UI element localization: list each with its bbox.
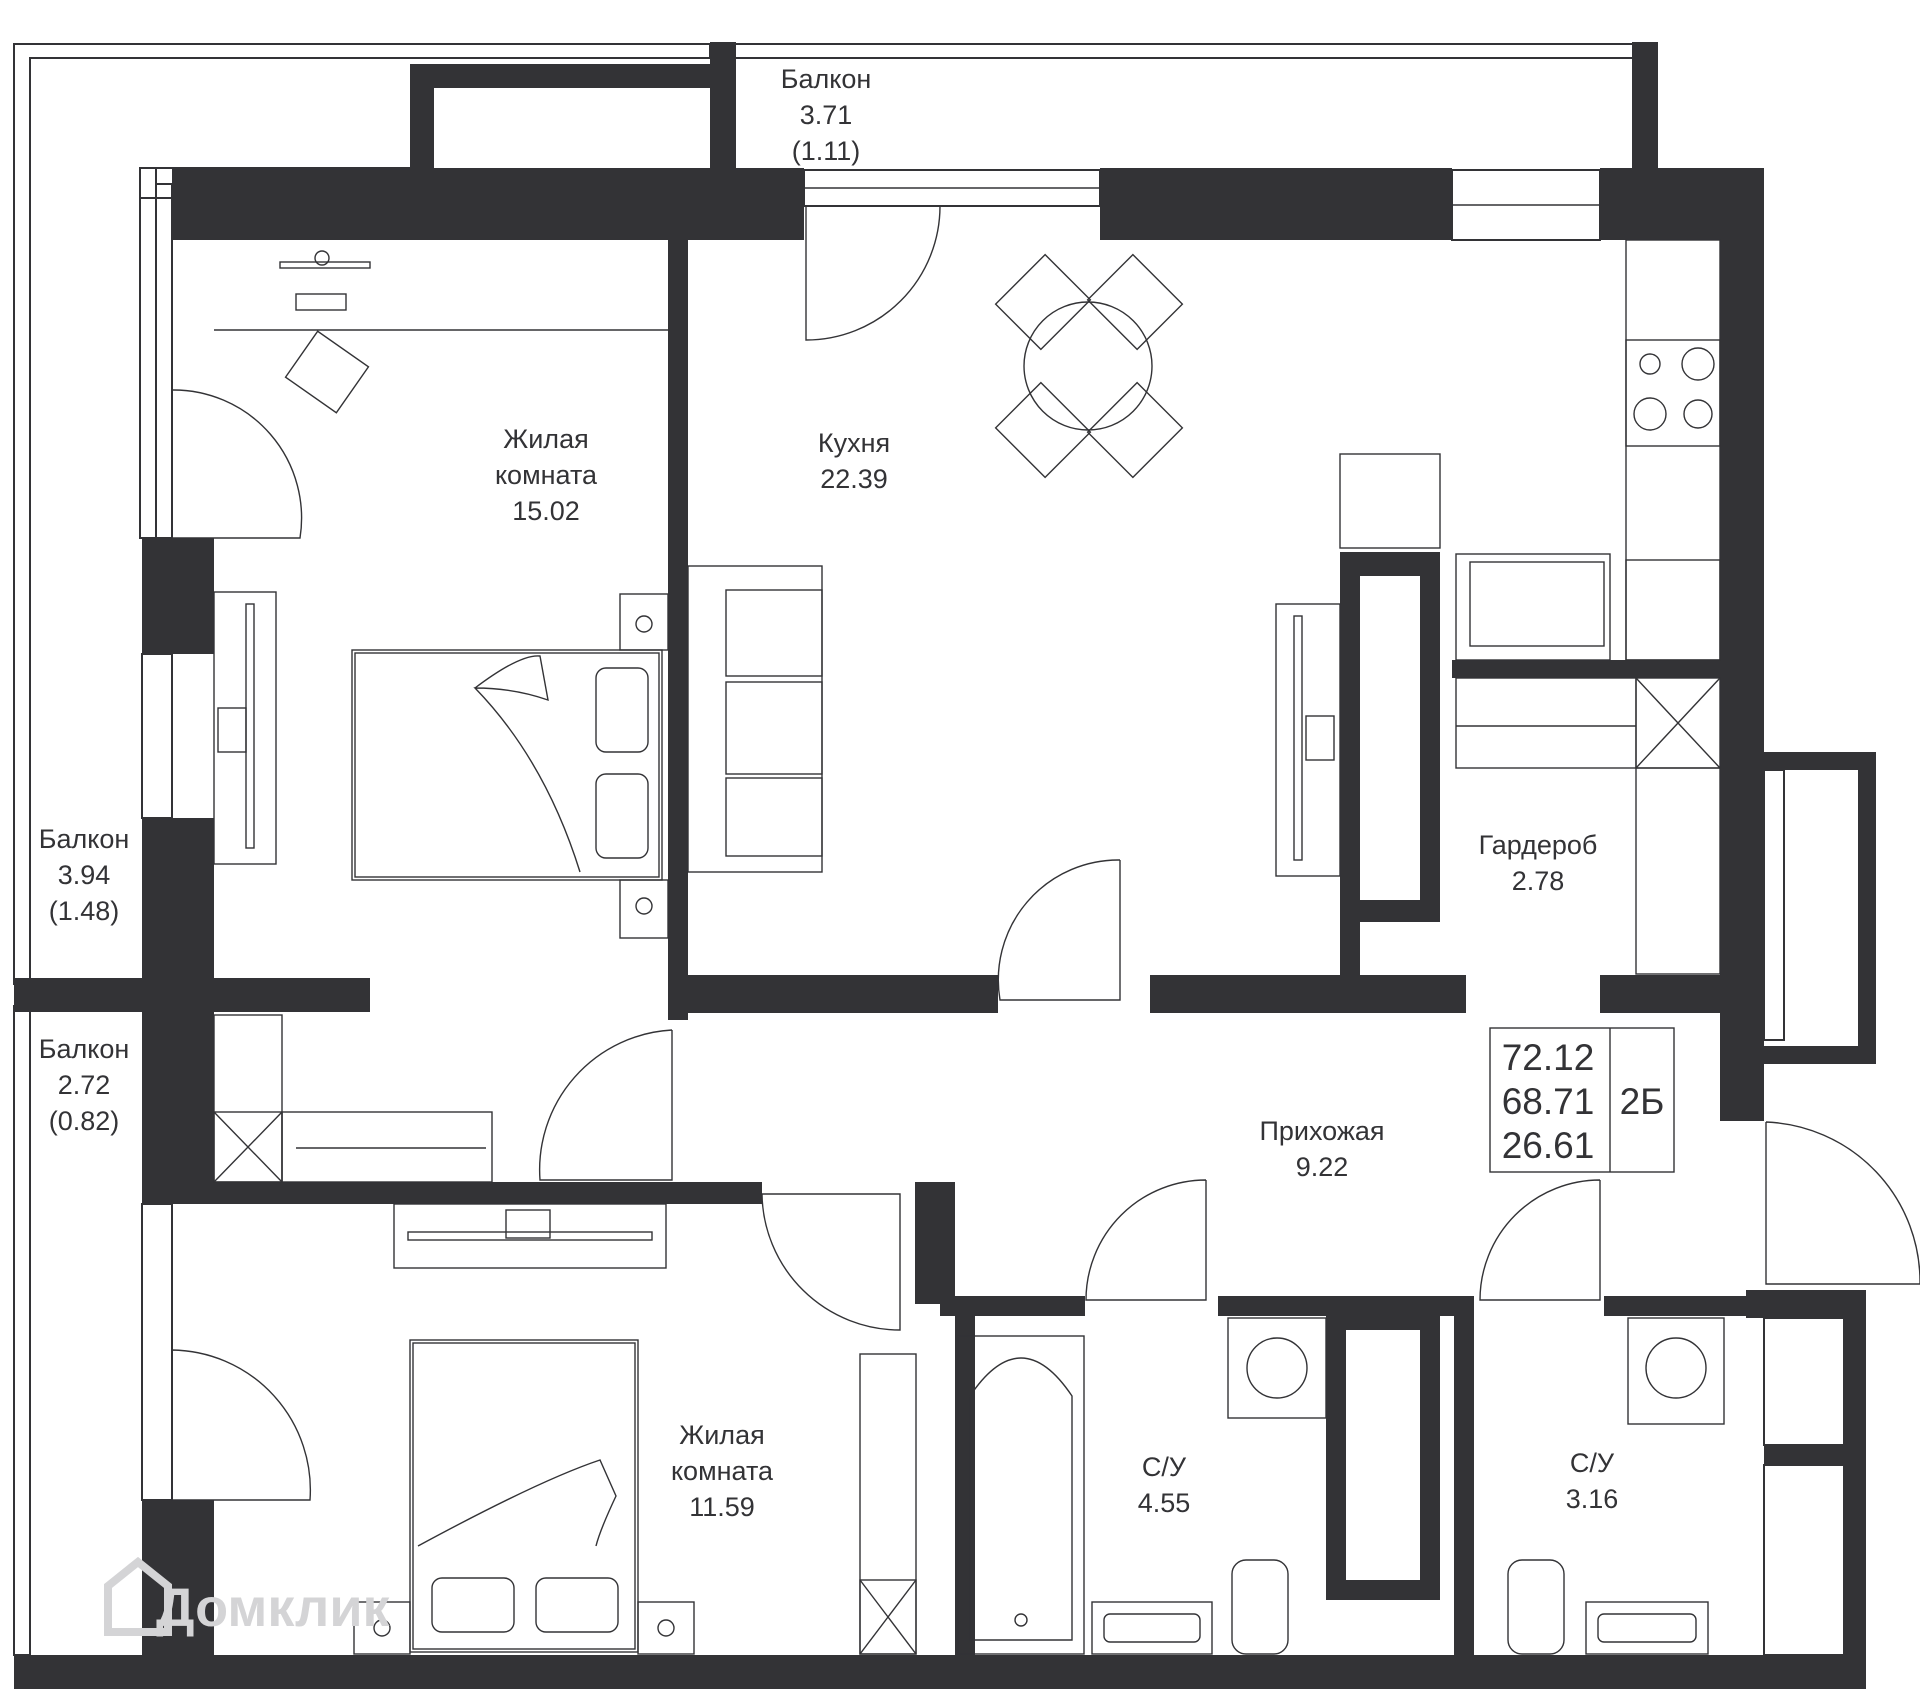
tv-icon <box>505 1209 551 1239</box>
balcony-left1-area: 3.94 <box>58 860 111 890</box>
bath-sink <box>1585 1601 1709 1655</box>
kitchen-name: Кухня <box>818 428 890 458</box>
fridge-icon <box>1339 453 1441 549</box>
pillow <box>595 667 649 753</box>
area-without-balconies: 68.71 <box>1502 1081 1595 1122</box>
balcony-left2-area: 2.72 <box>58 1070 111 1100</box>
washing-machine <box>1627 1317 1725 1425</box>
balcony-top-area: 3.71 <box>800 100 853 130</box>
kitchen-counter <box>1625 239 1721 661</box>
bedroom1-name-line1: Жилая <box>503 424 588 454</box>
bedroom1-name-line2: комната <box>495 460 598 490</box>
nightstand <box>619 879 669 939</box>
area-summary: 72.12 68.71 26.61 2Б <box>1502 1037 1665 1166</box>
bedroom1-area: 15.02 <box>512 496 580 526</box>
closet <box>859 1353 917 1655</box>
nightstand <box>637 1601 695 1655</box>
stove-icon <box>1625 339 1721 447</box>
tv-stand <box>213 591 277 865</box>
summary-box <box>1489 1027 1675 1173</box>
sink-icon <box>1455 553 1611 661</box>
closet <box>213 1014 283 1183</box>
dining-table <box>1023 301 1153 431</box>
kitchen-area: 22.39 <box>820 464 888 494</box>
hallway-name: Прихожая <box>1259 1116 1384 1146</box>
bedroom2-name-line1: Жилая <box>679 1420 764 1450</box>
wardrobe-area: 2.78 <box>1512 866 1565 896</box>
nightstand <box>353 1601 411 1655</box>
nightstand <box>619 593 669 651</box>
watermark: Домклик <box>104 1556 391 1638</box>
tv-icon <box>217 707 247 753</box>
house-icon <box>104 1556 172 1636</box>
bathtub <box>957 1335 1085 1655</box>
wardrobe-name: Гардероб <box>1479 830 1598 860</box>
bedroom2-area: 11.59 <box>689 1492 755 1522</box>
washing-machine <box>1227 1317 1327 1419</box>
total-area: 72.12 <box>1502 1037 1595 1078</box>
bath-sink <box>1091 1601 1213 1655</box>
doors <box>171 205 1920 1501</box>
chair-icon <box>284 330 370 414</box>
tv-icon <box>1305 715 1335 761</box>
toilet <box>1507 1559 1565 1655</box>
bed <box>351 649 663 881</box>
toilet <box>1231 1559 1289 1655</box>
dishwasher-icon <box>1625 559 1721 661</box>
balcony-left2-name: Балкон <box>39 1034 130 1064</box>
bedroom2-name-line2: комната <box>671 1456 774 1486</box>
windows <box>141 169 1845 1656</box>
bathroom1-area: 4.55 <box>1138 1488 1191 1518</box>
room-labels: Балкон 3.71 (1.11) Балкон 3.94 (1.48) Ба… <box>39 64 1619 1522</box>
watermark-text: Домклик <box>156 1578 391 1638</box>
balcony-outlines <box>13 43 1637 1656</box>
furniture <box>213 239 1725 1655</box>
tv-stand <box>393 1203 667 1269</box>
balcony-top-name: Балкон <box>781 64 872 94</box>
hallway-area: 9.22 <box>1296 1152 1349 1182</box>
pillow <box>595 773 649 859</box>
bathroom2-area: 3.16 <box>1566 1484 1619 1514</box>
bathroom2-name: С/У <box>1570 1448 1615 1478</box>
walls <box>14 42 1876 1689</box>
tv-stand <box>1275 603 1341 877</box>
living-area: 26.61 <box>1502 1125 1595 1166</box>
monitor-icon <box>279 261 371 269</box>
pillow <box>431 1577 515 1633</box>
balcony-left1-area-coef: (1.48) <box>49 896 120 926</box>
pillow <box>535 1577 619 1633</box>
flat-type: 2Б <box>1620 1081 1665 1122</box>
keyboard-icon <box>295 293 347 311</box>
balcony-left1-name: Балкон <box>39 824 130 854</box>
bed <box>409 1339 639 1653</box>
balcony-top-area-coef: (1.11) <box>792 136 861 166</box>
sofa <box>687 565 823 873</box>
balcony-left2-area-coef: (0.82) <box>49 1106 120 1136</box>
bathroom1-name: С/У <box>1142 1452 1187 1482</box>
